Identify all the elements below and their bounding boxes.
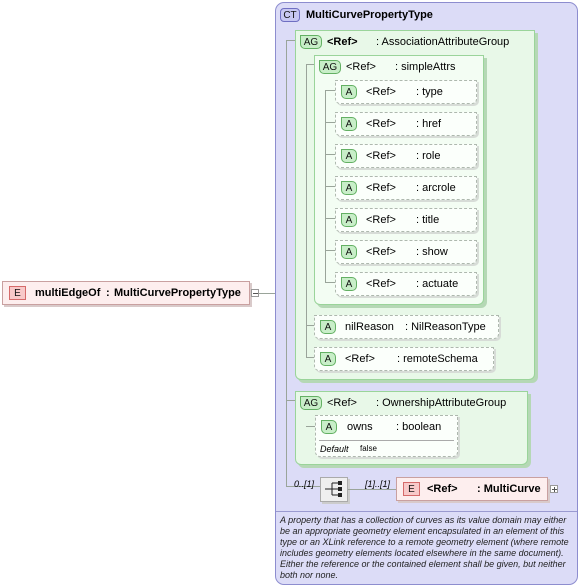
attribute-tag: A (341, 277, 357, 291)
connector (325, 218, 335, 219)
attribute-name: : show (416, 246, 448, 258)
connector (259, 293, 275, 294)
attribute-ref: <Ref> (366, 278, 396, 290)
root-element-type: MultiCurvePropertyType (114, 287, 241, 299)
root-element-name: multiEdgeOf (35, 287, 101, 299)
attribute-nil-reason[interactable]: A nilReason : NilReasonType (314, 315, 499, 339)
attribute-type[interactable]: A <Ref> : type (335, 80, 477, 104)
connector (325, 154, 335, 155)
attribute-ref: <Ref> (345, 353, 375, 365)
attribute-href[interactable]: A <Ref> : href (335, 112, 477, 136)
connector (286, 400, 295, 401)
connector (286, 40, 287, 486)
attribute-name: : remoteSchema (397, 353, 478, 365)
sequence-icon (325, 481, 342, 497)
default-label: Default (320, 444, 349, 454)
attribute-owns[interactable]: A owns : boolean Default false (315, 415, 458, 457)
attribute-group-tag: AG (300, 396, 322, 410)
group-name: : OwnershipAttributeGroup (376, 397, 507, 409)
connector (306, 426, 315, 427)
connector (325, 186, 335, 187)
attribute-ref: <Ref> (366, 214, 396, 226)
attribute-ref: <Ref> (366, 150, 396, 162)
group-ref: <Ref> (327, 397, 357, 409)
element-ref: <Ref> (427, 483, 458, 495)
annotation-divider (276, 511, 577, 512)
expand-icon[interactable] (550, 485, 558, 493)
group-name: : AssociationAttributeGroup (376, 36, 510, 48)
connector (286, 486, 320, 487)
attribute-name: : actuate (416, 278, 459, 290)
group-ref: <Ref> (346, 61, 376, 73)
attribute-name: : role (416, 150, 441, 162)
attribute-title[interactable]: A <Ref> : title (335, 208, 477, 232)
annotation-text: A property that has a collection of curv… (280, 515, 569, 580)
attribute-name: nilReason (345, 321, 394, 333)
divider (319, 440, 454, 441)
attribute-show[interactable]: A <Ref> : show (335, 240, 477, 264)
element-tag: E (9, 286, 26, 300)
attribute-ref: <Ref> (366, 118, 396, 130)
attribute-type: : NilReasonType (405, 321, 486, 333)
default-value: false (360, 444, 377, 453)
connector (325, 122, 335, 123)
attribute-tag: A (341, 85, 357, 99)
attribute-ref: <Ref> (366, 86, 396, 98)
sequence-occurs: 0..[1] (294, 479, 315, 489)
sequence-compositor[interactable] (320, 477, 348, 502)
attribute-arcrole[interactable]: A <Ref> : arcrole (335, 176, 477, 200)
attribute-group-tag: AG (300, 35, 322, 49)
attribute-tag: A (320, 320, 336, 334)
attribute-name: : arcrole (416, 182, 456, 194)
attribute-tag: A (341, 149, 357, 163)
attribute-name: : href (416, 118, 442, 130)
connector (306, 357, 314, 358)
connector (306, 64, 307, 358)
attribute-tag: A (320, 352, 336, 366)
connector (325, 282, 335, 283)
connector (325, 250, 335, 251)
attribute-tag: A (321, 420, 337, 434)
complex-type-tag: CT (280, 8, 300, 22)
attribute-tag: A (341, 181, 357, 195)
root-element-sep: : (106, 287, 110, 299)
attribute-group-tag: AG (319, 60, 341, 74)
connector (286, 40, 295, 41)
connector (348, 489, 396, 490)
attribute-name: : type (416, 86, 443, 98)
connector (306, 325, 314, 326)
element-tag: E (403, 482, 420, 496)
attribute-role[interactable]: A <Ref> : role (335, 144, 477, 168)
child-occurs: [1]..[1] (365, 479, 391, 489)
attribute-type: : boolean (396, 421, 442, 433)
attribute-tag: A (341, 117, 357, 131)
connector (325, 90, 335, 91)
collapse-icon[interactable] (251, 289, 259, 297)
attribute-ref: <Ref> (366, 246, 396, 258)
group-name: : simpleAttrs (395, 61, 456, 73)
attribute-remote-schema[interactable]: A <Ref> : remoteSchema (314, 347, 494, 371)
complex-type-name: MultiCurvePropertyType (306, 9, 433, 21)
element-name: : MultiCurve (477, 483, 541, 495)
attribute-name: : title (416, 214, 440, 226)
attribute-actuate[interactable]: A <Ref> : actuate (335, 272, 477, 296)
attribute-tag: A (341, 213, 357, 227)
group-ref: <Ref> (327, 36, 358, 48)
attribute-name: owns (347, 421, 373, 433)
attribute-tag: A (341, 245, 357, 259)
multi-curve-element[interactable]: E <Ref> : MultiCurve (396, 477, 548, 501)
attribute-ref: <Ref> (366, 182, 396, 194)
root-element-box[interactable]: E multiEdgeOf : MultiCurvePropertyType (2, 281, 250, 305)
connector (306, 64, 314, 65)
